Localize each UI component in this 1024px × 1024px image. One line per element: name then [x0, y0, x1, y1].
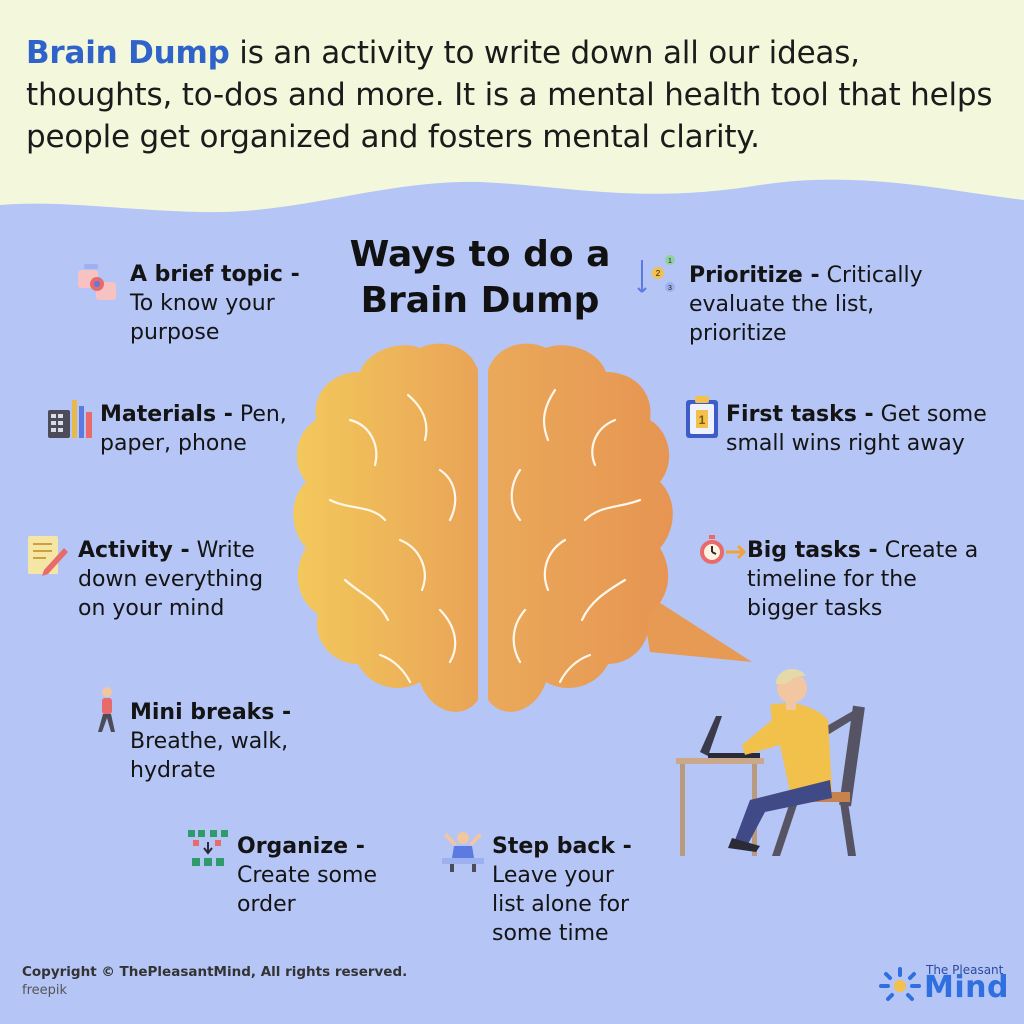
big-tasks-line1: Create a [877, 538, 979, 563]
document-pencil-icon [28, 536, 68, 576]
relaxing-person-icon [442, 832, 484, 872]
step-back-line3: some time [492, 921, 609, 946]
step-back-heading: Step back - [492, 834, 632, 859]
organize-line2: order [237, 892, 296, 917]
step-back-line2: list alone for [492, 892, 630, 917]
item-first-tasks: First tasks - Get some small wins right … [726, 400, 987, 458]
item-step-back: Step back - Leave your list alone for so… [492, 832, 632, 948]
numbered-list-icon: 1 2 3 [637, 255, 675, 293]
prioritize-line2: evaluate the list, [689, 292, 875, 317]
prioritize-line1: Critically [819, 263, 923, 288]
stationery-icon [48, 400, 92, 438]
first-tasks-line2: small wins right away [726, 431, 965, 456]
big-tasks-heading: Big tasks - [747, 538, 878, 563]
svg-text:1: 1 [668, 258, 672, 265]
item-materials: Materials - Pen, paper, phone [100, 400, 287, 458]
activity-heading: Activity - [78, 538, 190, 563]
organize-heading: Organize - [237, 834, 365, 859]
big-tasks-line2: timeline for the [747, 567, 917, 592]
walking-person-icon [98, 687, 115, 732]
item-brief-topic: A brief topic - To know your purpose [130, 260, 300, 347]
first-tasks-heading: First tasks - [726, 402, 874, 427]
svg-text:1: 1 [699, 413, 706, 427]
materials-line2: paper, phone [100, 431, 247, 456]
first-tasks-line1: Get some [873, 402, 987, 427]
item-big-tasks: Big tasks - Create a timeline for the bi… [747, 536, 978, 623]
activity-line3: on your mind [78, 596, 225, 621]
title-line1: Ways to do a [349, 234, 611, 275]
brain-right-hemisphere [488, 343, 673, 712]
stopwatch-icon [700, 535, 747, 564]
materials-heading: Materials - [100, 402, 233, 427]
prioritize-heading: Prioritize - [689, 263, 820, 288]
brain-speech-tail [640, 590, 752, 662]
brain-left-hemisphere [293, 343, 478, 712]
puzzle-icon [78, 264, 116, 300]
title-line2: Brain Dump [360, 280, 600, 321]
prioritize-line3: prioritize [689, 321, 787, 346]
logo-text-big: Mind [924, 970, 1009, 1005]
credit-text: freepik [22, 983, 68, 998]
item-prioritize: Prioritize - Critically evaluate the lis… [689, 261, 923, 348]
brief-topic-heading: A brief topic - [130, 262, 300, 287]
item-mini-breaks: Mini breaks - Breathe, walk, hydrate [130, 698, 291, 785]
intro-text: is an activity to write down all our ide… [26, 35, 993, 155]
activity-line2: down everything [78, 567, 264, 592]
materials-line1: Pen, [232, 402, 287, 427]
item-organize: Organize - Create some order [237, 832, 377, 919]
page-title: Ways to do a Brain Dump [320, 232, 640, 324]
mini-breaks-heading: Mini breaks - [130, 700, 292, 725]
organize-line1: Create some [237, 863, 377, 888]
mini-breaks-line2: hydrate [130, 758, 216, 783]
big-tasks-line3: bigger tasks [747, 596, 883, 621]
copyright-text: Copyright © ThePleasantMind, All rights … [22, 964, 408, 980]
activity-line1: Write [189, 538, 255, 563]
person-at-desk-illustration [676, 669, 865, 856]
organize-grid-icon [188, 830, 228, 866]
logo-text-small: The Pleasant [926, 963, 1004, 977]
clipboard-first-icon: 1 [686, 396, 718, 438]
step-back-line1: Leave your [492, 863, 614, 888]
item-activity: Activity - Write down everything on your… [78, 536, 263, 623]
svg-text:3: 3 [668, 285, 672, 292]
mini-breaks-line1: Breathe, walk, [130, 729, 289, 754]
brief-topic-line2: purpose [130, 320, 220, 345]
intro-highlight: Brain Dump [26, 35, 230, 71]
svg-text:2: 2 [656, 269, 661, 278]
sun-logo-icon [879, 967, 921, 1001]
top-band [0, 0, 1024, 213]
brief-topic-line1: To know your [130, 291, 275, 316]
intro-paragraph: Brain Dump is an activity to write down … [26, 32, 1006, 158]
